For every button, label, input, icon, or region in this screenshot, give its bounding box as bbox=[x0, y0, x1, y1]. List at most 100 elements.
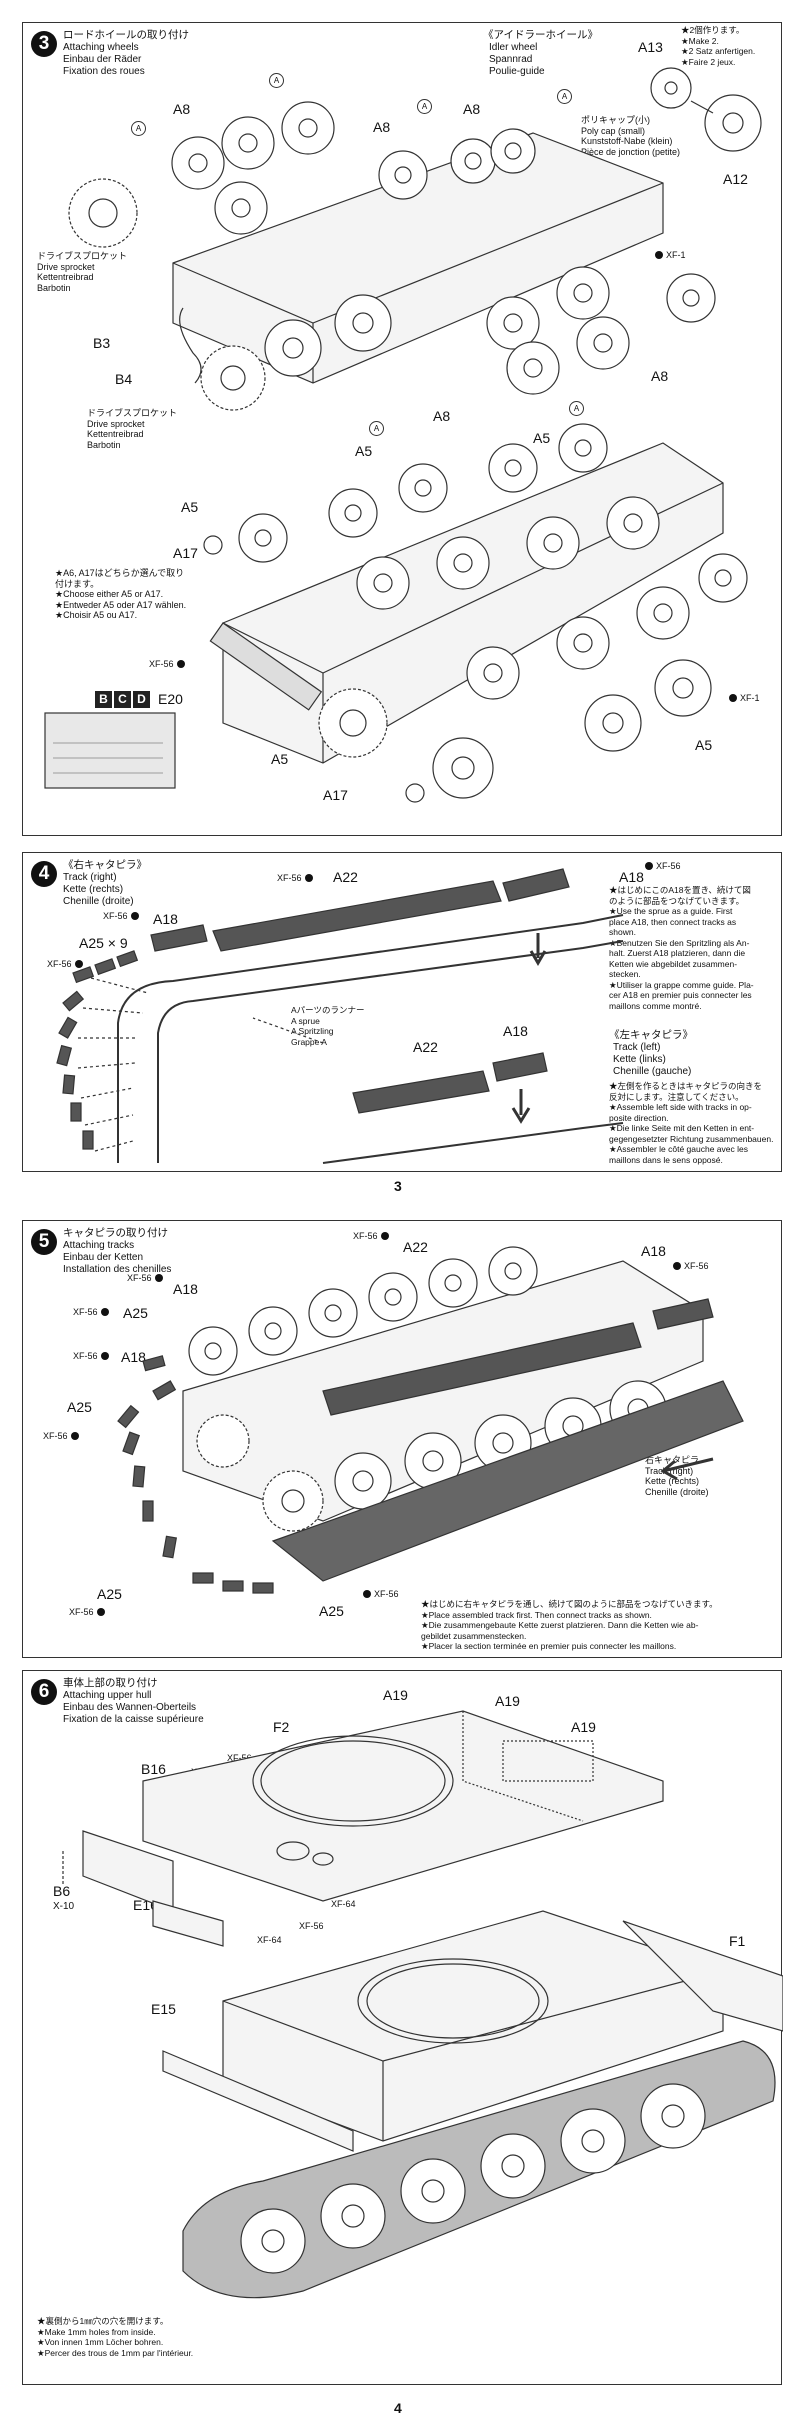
paint-xf56: XF-56 bbox=[299, 1921, 324, 1931]
step-6-drawing bbox=[62, 1710, 783, 2299]
choose-note: ★A6, A17はどちらか選んで取り 付けます。 ★Choose either … bbox=[55, 568, 186, 621]
paint-code: XF-56 bbox=[277, 873, 302, 883]
note-line: ★A6, A17はどちらか選んで取り bbox=[55, 568, 185, 578]
marker-a: A bbox=[569, 401, 584, 416]
part-label-a25: A25 bbox=[67, 1399, 92, 1415]
paint-code: XF-56 bbox=[656, 861, 681, 871]
paint-code: XF-56 bbox=[127, 1273, 152, 1283]
paint-dot-icon bbox=[645, 862, 653, 870]
note-line: ★Place assembled track first. Then conne… bbox=[421, 1609, 652, 1620]
note-line: ★Percer des trous de 1mm par l'intérieur… bbox=[37, 2347, 194, 2358]
paint-xf56: XF-56 bbox=[363, 1589, 399, 1599]
note-line: ドライブスプロケット bbox=[87, 408, 178, 418]
note-line: maillons dans le sens opposé. bbox=[609, 1154, 723, 1165]
note-line: Kunststoff-Nabe (klein) bbox=[581, 136, 673, 146]
paint-xf64: XF-64 bbox=[331, 1899, 356, 1909]
right-track-title-fr: Chenille (droite) bbox=[63, 896, 134, 907]
part-label-x10: X-10 bbox=[53, 1901, 75, 1912]
step-6-note: ★裏側から1㎜穴の穴を開けます。 ★Make 1mm holes from in… bbox=[37, 2316, 193, 2358]
note-line: ★Die zusammengebaute Kette zuerst platzi… bbox=[421, 1620, 699, 1630]
part-label-a5: A5 bbox=[181, 499, 199, 515]
sprocket-note-1: ドライブスプロケット Drive sprocket Kettentreibrad… bbox=[37, 251, 127, 293]
paint-dot-icon bbox=[100, 1308, 109, 1316]
sprue-letter: B bbox=[95, 691, 112, 708]
paint-code: XF-56 bbox=[73, 1351, 98, 1361]
page-3: 3 ロードホイールの取り付け Attaching wheels Einbau d… bbox=[0, 0, 800, 1194]
step-title-jp: キャタピラの取り付け bbox=[63, 1227, 168, 1239]
idler-title-de: Spannrad bbox=[489, 54, 533, 65]
marker-a: A bbox=[369, 421, 384, 436]
paint-code: XF-56 bbox=[227, 1753, 252, 1763]
part-label-a18: A18 bbox=[619, 869, 644, 885]
paint-dot-icon bbox=[655, 251, 663, 259]
part-label-a17: A17 bbox=[323, 787, 348, 803]
step-title-de: Einbau der Ketten bbox=[63, 1252, 144, 1263]
part-label-b16: B16 bbox=[141, 1761, 166, 1777]
note-line: maillons comme montré. bbox=[609, 1000, 702, 1011]
note-line: ドライブスプロケット bbox=[37, 251, 128, 261]
step-title-en: Attaching upper hull bbox=[63, 1690, 152, 1701]
sprue-bcd-badge: B C D bbox=[95, 691, 150, 708]
note-line: ★Utiliser la grappe comme guide. Pla- bbox=[609, 979, 754, 990]
paint-dot-icon bbox=[130, 912, 139, 920]
note-line: Kettentreibrad bbox=[37, 272, 94, 282]
paint-code: XF-56 bbox=[47, 959, 72, 969]
note-line: ★Use the sprue as a guide. First bbox=[609, 906, 733, 916]
note-line: 反対にします。注意してください。 bbox=[609, 1091, 744, 1102]
step-title-en: Attaching tracks bbox=[63, 1240, 135, 1251]
step-4-drawing bbox=[56, 868, 624, 1164]
step-5-panel: 5 キャタピラの取り付け Attaching tracks Einbau der… bbox=[22, 1220, 782, 1658]
paint-code: XF-56 bbox=[374, 1589, 399, 1599]
idler-title-en: Idler wheel bbox=[489, 42, 538, 53]
note-line: ★Make 1mm holes from inside. bbox=[37, 2326, 156, 2337]
sprue-note: Aパーツのランナー A sprue A Spritzling Grappe A bbox=[291, 1005, 365, 1047]
left-track-title-de: Kette (links) bbox=[613, 1054, 666, 1065]
left-track-note: ★左側を作るときはキャタピラの向きを 反対にします。注意してください。 ★Ass… bbox=[609, 1081, 781, 1165]
left-track-title-en: Track (left) bbox=[613, 1042, 661, 1053]
note-line: ★はじめにこのA18を置き、続けて図 bbox=[609, 885, 751, 895]
note-line: stecken. bbox=[609, 969, 641, 979]
paint-dot-icon bbox=[729, 694, 737, 702]
part-label-a18: A18 bbox=[173, 1281, 198, 1297]
part-label-a5: A5 bbox=[355, 443, 373, 459]
part-label-a12: A12 bbox=[723, 171, 748, 187]
step-3-drawing bbox=[44, 67, 762, 803]
paint-xf56: XF-56 bbox=[353, 1231, 389, 1241]
part-label-a25: A25 bbox=[319, 1603, 344, 1619]
paint-xf1: XF-1 bbox=[729, 693, 760, 703]
step-title-jp: 車体上部の取り付け bbox=[63, 1677, 158, 1689]
part-label-f1: F1 bbox=[729, 1933, 746, 1949]
paint-code: XF-64 bbox=[331, 1899, 356, 1909]
part-label-a5: A5 bbox=[271, 751, 289, 767]
paint-code: XF-56 bbox=[684, 1261, 709, 1271]
part-label-a18: A18 bbox=[121, 1349, 146, 1365]
step-4-panel: 4 《右キャタピラ》 Track (right) Kette (rechts) … bbox=[22, 852, 782, 1172]
paint-xf64: XF-64 bbox=[257, 1935, 282, 1945]
note-line: Poly cap (small) bbox=[581, 125, 646, 136]
note-line: Grappe A bbox=[291, 1036, 327, 1047]
step-title-en: Attaching wheels bbox=[63, 42, 139, 53]
note-line: ★2個作ります。 bbox=[681, 25, 745, 35]
part-label-a19: A19 bbox=[571, 1719, 596, 1735]
note-line: 付けます。 bbox=[55, 578, 100, 589]
step-number: 6 bbox=[31, 1679, 57, 1705]
part-label-a17: A17 bbox=[173, 545, 198, 561]
part-label-a18: A18 bbox=[503, 1023, 528, 1039]
note-line: A sprue bbox=[291, 1015, 320, 1026]
note-line: Drive sprocket bbox=[37, 261, 95, 272]
part-label-a8: A8 bbox=[173, 101, 191, 117]
paint-dot-icon bbox=[673, 1262, 681, 1270]
step-title-fr: Fixation des roues bbox=[63, 66, 145, 77]
paint-code: XF-64 bbox=[257, 1935, 282, 1945]
note-line: Barbotin bbox=[87, 439, 121, 450]
part-label-a22: A22 bbox=[403, 1239, 428, 1255]
step-5-drawing bbox=[117, 1246, 744, 1594]
part-label-a8: A8 bbox=[433, 408, 451, 424]
step-3-panel: 3 ロードホイールの取り付け Attaching wheels Einbau d… bbox=[22, 22, 782, 836]
part-label-a25: A25 bbox=[97, 1586, 122, 1602]
note-line: ★Von innen 1mm Löcher bohren. bbox=[37, 2337, 164, 2347]
paint-xf56: XF-56 bbox=[103, 911, 139, 921]
part-label-a5: A5 bbox=[533, 430, 551, 446]
note-line: ★Placer la section terminée en premier p… bbox=[421, 1641, 677, 1651]
part-label-a8: A8 bbox=[651, 368, 669, 384]
